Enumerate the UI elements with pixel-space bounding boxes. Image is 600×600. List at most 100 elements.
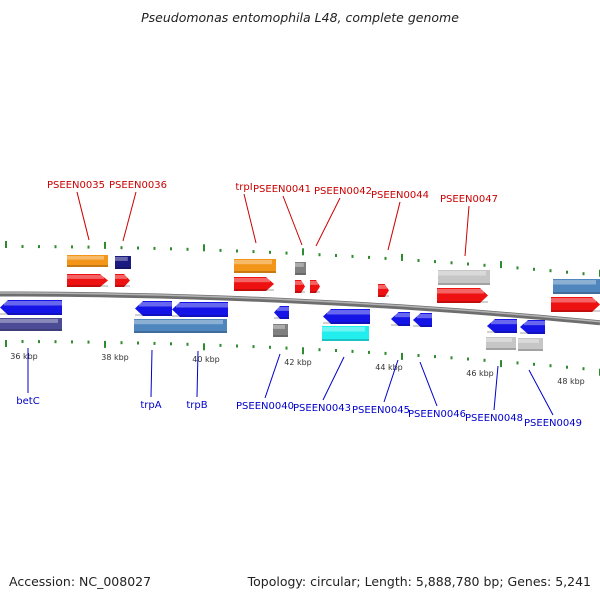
- leader-line: [464, 205, 470, 257]
- gene-shine: [277, 307, 289, 311]
- gene-shadow: [551, 310, 600, 312]
- gene-PSEEN0036-cog: [115, 256, 131, 269]
- leader-line: [315, 197, 341, 247]
- gene-label-reverse: PSEEN0048: [465, 413, 523, 424]
- gene-body: [295, 262, 306, 275]
- gene-body: [323, 309, 370, 324]
- gene-shadow: [274, 317, 289, 319]
- kbp-tick-label: 46 kbp: [466, 369, 494, 378]
- gene-PSEEN0043: [323, 309, 370, 324]
- gene-shadow: [378, 295, 389, 297]
- gene-right-edge-cog: [553, 279, 600, 294]
- gene-betC-cog: [0, 318, 62, 331]
- gene-body: [438, 270, 490, 285]
- gene-label-reverse: trpA: [140, 400, 161, 411]
- leader-line: [243, 193, 257, 244]
- gene-shine: [67, 256, 104, 260]
- leader-line: [122, 191, 137, 242]
- gene-shadow: [413, 325, 432, 327]
- kbp-tick-label: 44 kbp: [375, 363, 403, 372]
- gene-shadow: [135, 314, 172, 316]
- gene-trpA: [135, 301, 172, 316]
- gene-body: [0, 300, 62, 315]
- gene-PSEEN0041: [295, 280, 305, 293]
- gene-PSEEN0042: [310, 280, 320, 293]
- gene-trpI: [234, 277, 274, 291]
- gene-PSEEN0047-cog: [438, 270, 490, 285]
- gene-shine: [4, 301, 62, 306]
- gene-label-reverse: PSEEN0043: [293, 403, 351, 414]
- outer-tick-ring: [5, 241, 600, 277]
- gene-shadow: [518, 349, 543, 351]
- inner-tick-ring: [5, 340, 600, 376]
- gene-trpB: [172, 302, 228, 317]
- leader-line: [419, 361, 438, 407]
- gene-shine: [67, 275, 104, 279]
- gene-shine: [310, 281, 318, 285]
- gene-body: [553, 279, 600, 294]
- gene-shadow: [67, 265, 108, 267]
- gene-shine: [234, 260, 272, 265]
- gene-body: [551, 297, 600, 312]
- gene-PSEEN0035-cog: [67, 255, 108, 267]
- leader-line: [322, 356, 345, 401]
- genome-summary-text: Topology: circular; Length: 5,888,780 bp…: [247, 574, 591, 589]
- gene-body: [295, 280, 305, 293]
- gene-shine: [295, 281, 303, 285]
- gene-shine: [0, 319, 58, 323]
- gene-body: [486, 337, 516, 350]
- gene-shadow: [273, 335, 288, 337]
- gene-shine: [327, 310, 370, 315]
- gene-PSEEN0043-cog: [322, 326, 369, 341]
- gene-betC: [0, 300, 62, 315]
- gene-label-forward: trpI: [235, 182, 252, 193]
- gene-body: [391, 312, 410, 326]
- gene-shine: [551, 298, 596, 303]
- gene-shadow: [115, 267, 131, 269]
- kbp-tick-label: 42 kbp: [284, 358, 312, 367]
- gene-PSEEN0036: [115, 274, 130, 287]
- gene-shine: [295, 263, 304, 267]
- gene-PSEEN0035: [67, 274, 108, 287]
- gene-PSEEN0047: [437, 288, 488, 303]
- gene-PSEEN0046: [413, 313, 432, 327]
- gene-shine: [438, 271, 486, 276]
- kbp-tick-label: 40 kbp: [192, 355, 220, 364]
- gene-shadow: [0, 313, 62, 315]
- gene-trpI-cog: [234, 259, 276, 273]
- gene-PSEEN0048-cog: [486, 337, 516, 350]
- gene-shadow: [234, 271, 276, 273]
- gene-label-reverse: betC: [16, 396, 39, 407]
- leader-line: [264, 353, 281, 399]
- gene-PSEEN0040: [274, 306, 289, 319]
- gene-shadow: [172, 315, 228, 317]
- gene-label-forward: PSEEN0042: [314, 186, 372, 197]
- gene-shadow: [322, 339, 369, 341]
- gene-body: [322, 326, 369, 341]
- gene-shadow: [437, 301, 488, 303]
- gene-PSEEN0040-cog: [273, 324, 288, 337]
- gene-shine: [553, 280, 596, 285]
- gene-PSEEN0049-cog: [518, 338, 543, 351]
- gene-body: [135, 301, 172, 316]
- leader-line: [282, 195, 303, 246]
- leader-line: [493, 365, 499, 411]
- gene-shine: [139, 302, 172, 307]
- gene-body: [378, 284, 389, 297]
- gene-PSEEN0044: [378, 284, 389, 297]
- backbone: [0, 291, 600, 326]
- gene-shine: [234, 278, 270, 283]
- gene-body: [115, 274, 130, 287]
- gene-shine: [518, 339, 539, 343]
- leader-line: [76, 191, 90, 241]
- gene-shadow: [234, 289, 274, 291]
- gene-shadow: [520, 332, 545, 334]
- gene-PSEEN0049: [520, 320, 545, 334]
- gene-body: [520, 320, 545, 334]
- gene-body: [115, 256, 131, 269]
- gene-label-reverse: PSEEN0045: [352, 405, 410, 416]
- gene-shadow: [295, 291, 305, 293]
- gene-trpA-trpB-cog: [134, 319, 227, 333]
- backbone-highlight: [0, 292, 600, 323]
